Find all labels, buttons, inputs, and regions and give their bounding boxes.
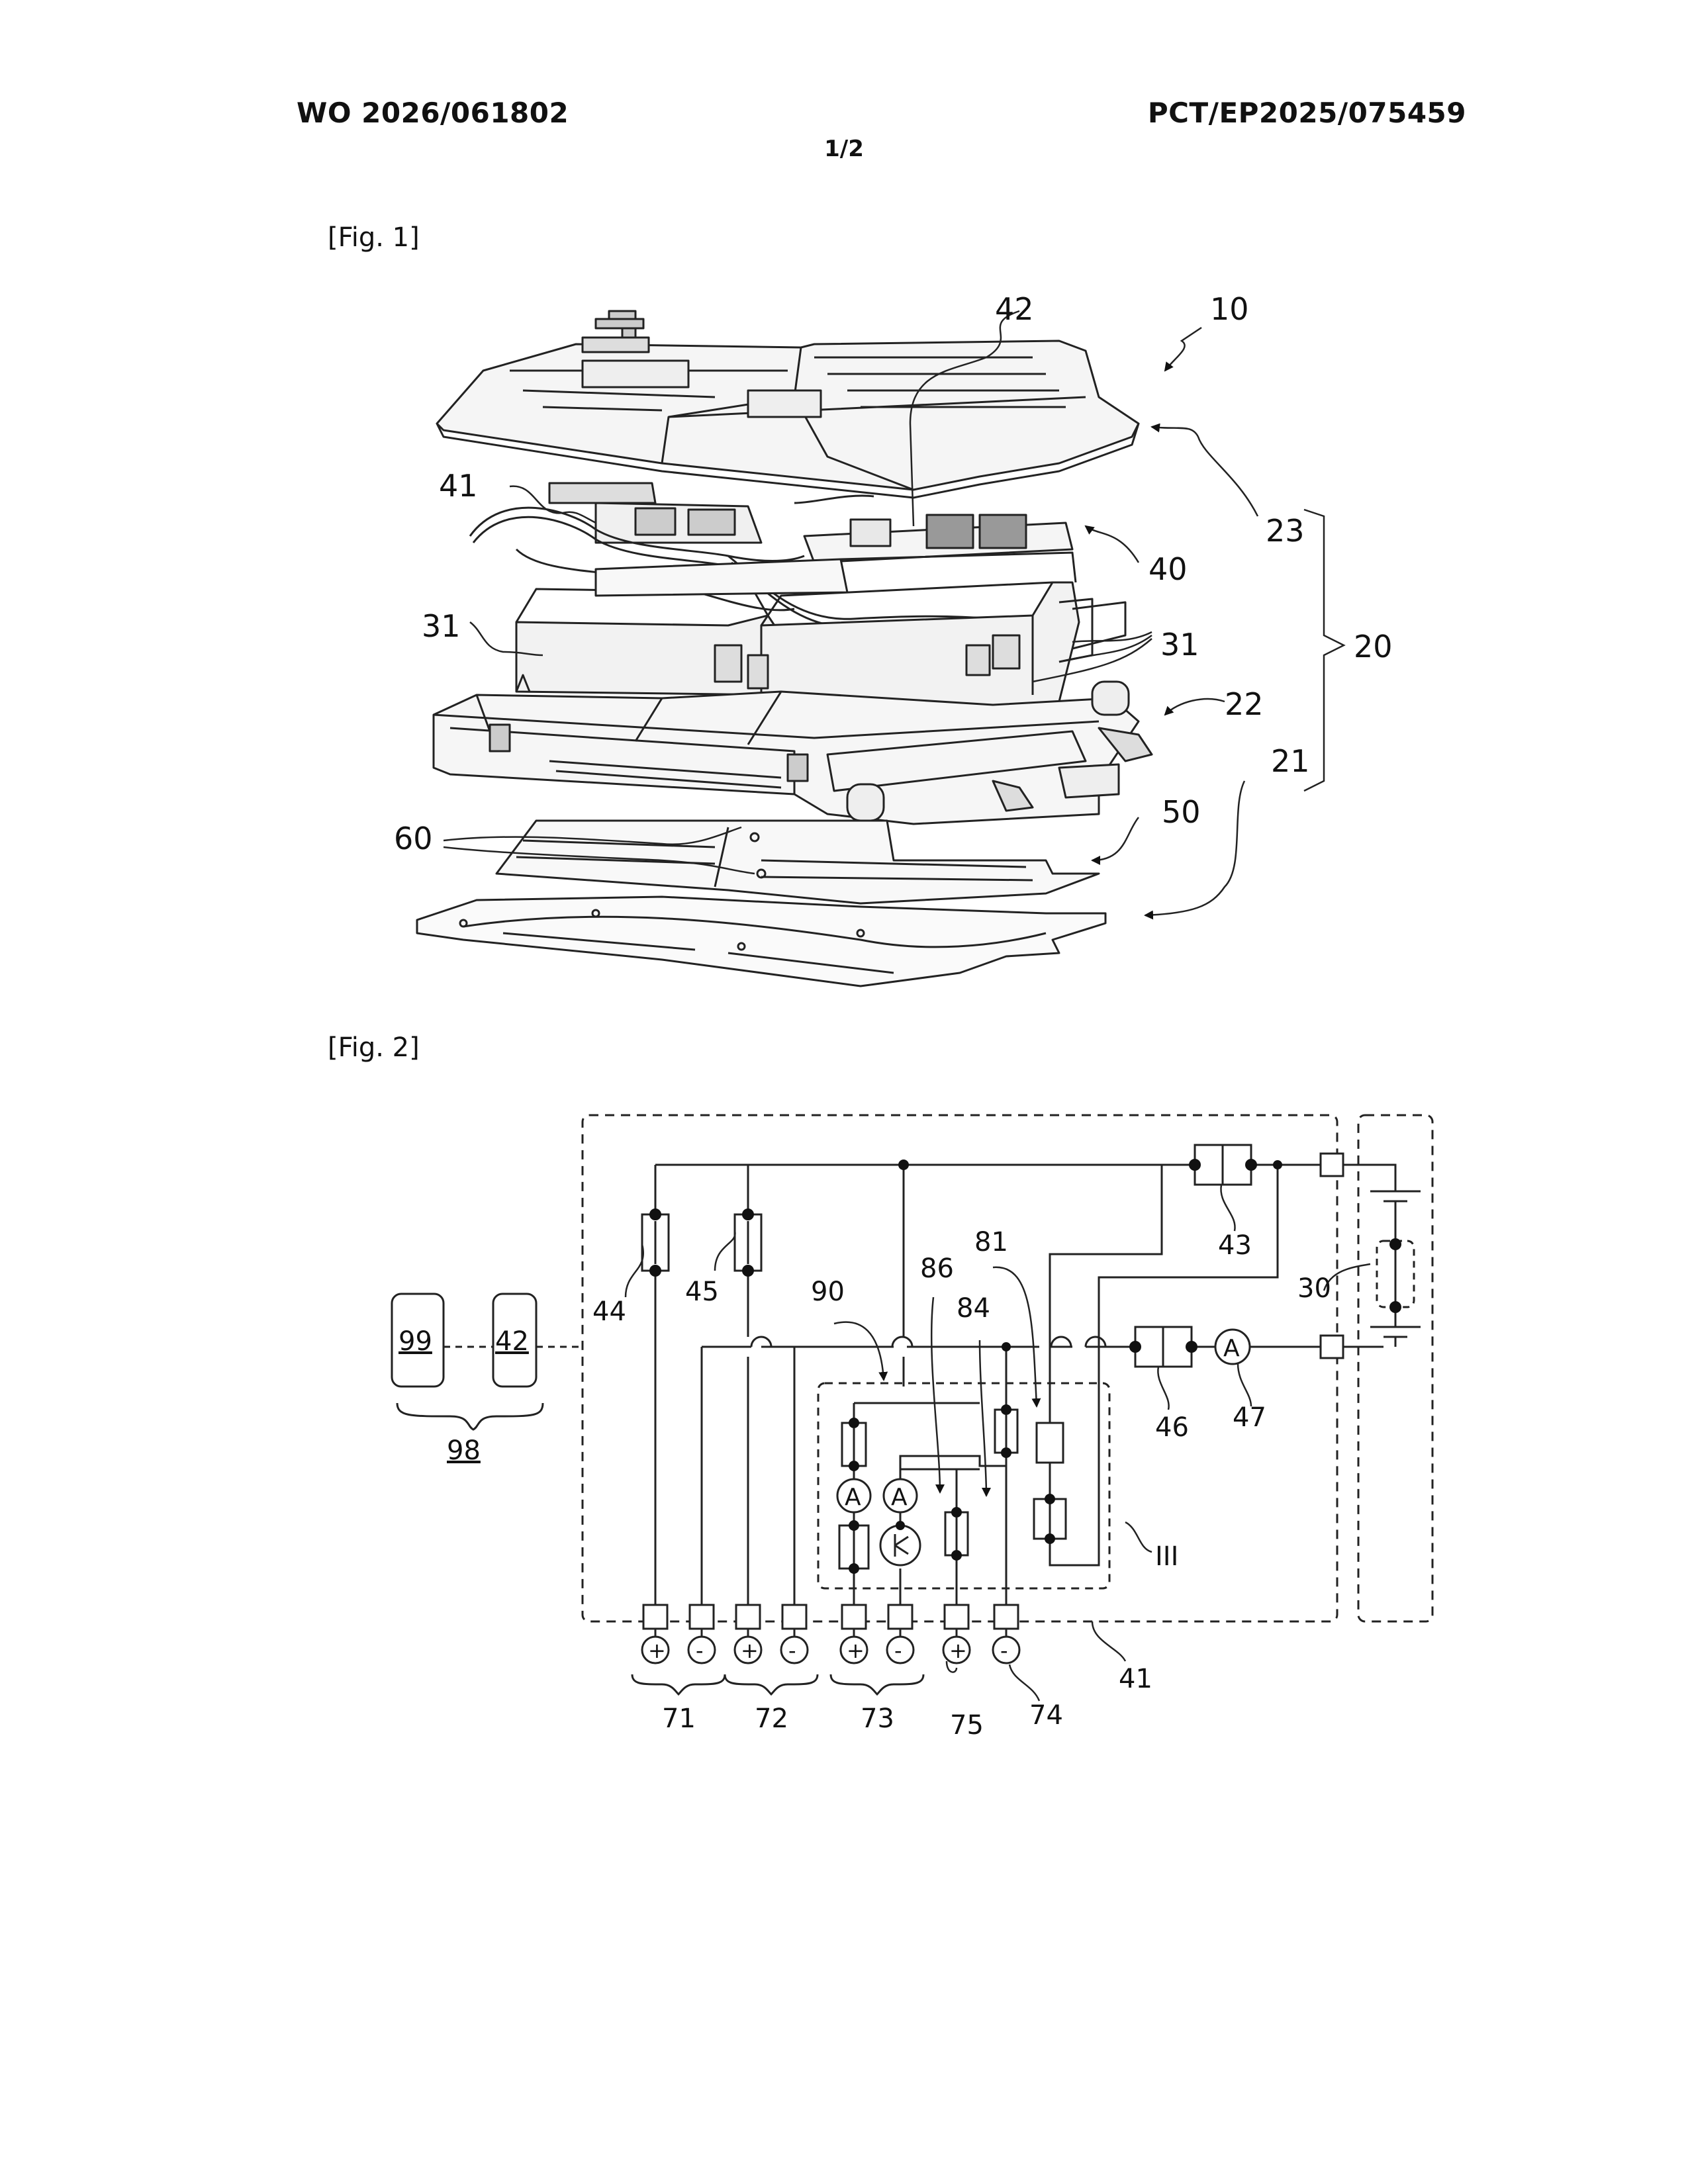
ref-60: 60	[394, 821, 433, 856]
leader-43	[1221, 1185, 1235, 1231]
ref-90: 90	[811, 1277, 845, 1307]
polarity-71-plus: +	[648, 1638, 666, 1663]
ammeter-47-letter: A	[1223, 1335, 1240, 1362]
terminal-top	[1321, 1154, 1343, 1176]
cooling-plates	[496, 821, 1099, 903]
ref-75: 75	[950, 1710, 984, 1741]
ref-84: 84	[957, 1293, 990, 1324]
leader-44	[626, 1244, 643, 1297]
ref-73: 73	[861, 1704, 894, 1734]
bottom-connectors	[643, 1605, 1018, 1629]
housing-tray	[434, 682, 1152, 824]
leader-50	[1092, 817, 1139, 860]
ref-46: 46	[1155, 1412, 1189, 1443]
ref-71: 71	[662, 1704, 696, 1734]
ref-47: 47	[1233, 1402, 1266, 1433]
polarity-73-minus: -	[894, 1638, 902, 1663]
leader-86	[931, 1297, 940, 1492]
ref-20: 20	[1354, 629, 1393, 664]
enclosure-III	[818, 1383, 1109, 1588]
ref-23: 23	[1266, 513, 1305, 549]
ref-86: 86	[920, 1253, 954, 1284]
ammeter-73-minus-letter: A	[891, 1484, 908, 1511]
ref-45: 45	[685, 1277, 719, 1307]
brace-71	[632, 1674, 725, 1694]
leader-45	[715, 1231, 735, 1271]
connector-stubs	[655, 1629, 1006, 1637]
leader-90	[834, 1322, 884, 1380]
transistor-73	[880, 1525, 920, 1565]
element-81	[1037, 1423, 1063, 1463]
polarity-75-plus: +	[949, 1638, 967, 1663]
ref-40: 40	[1149, 551, 1188, 587]
ref-10: 10	[1210, 291, 1249, 327]
ref-81: 81	[974, 1227, 1008, 1257]
leader-III	[1125, 1522, 1152, 1552]
fig2-circuit-diagram	[392, 1115, 1432, 1694]
ref-98: 98	[447, 1435, 481, 1466]
polarity-73-plus: +	[847, 1638, 865, 1663]
leader-47	[1238, 1363, 1251, 1406]
polarity-72-minus: -	[788, 1638, 796, 1663]
brace-20	[1304, 510, 1344, 791]
fig1-battery-pack-illustration	[417, 311, 1152, 986]
leader-81	[993, 1267, 1037, 1406]
ref-72: 72	[755, 1704, 788, 1734]
leader-22	[1165, 699, 1225, 715]
ref-22: 22	[1225, 686, 1264, 722]
brace-72	[725, 1674, 818, 1694]
leader-23	[1152, 427, 1258, 516]
ref-74: 74	[1029, 1700, 1063, 1731]
ref-44: 44	[592, 1297, 626, 1327]
leader-10	[1165, 328, 1201, 371]
ref-III: III	[1155, 1541, 1178, 1572]
ref-31-left: 31	[422, 608, 461, 644]
box-99-label: 99	[399, 1326, 432, 1357]
ref-50: 50	[1162, 794, 1201, 830]
terminal-bottom	[1321, 1336, 1343, 1358]
enclosure-41	[583, 1115, 1337, 1621]
leader-74	[1009, 1664, 1039, 1701]
polarity-72-plus: +	[741, 1638, 759, 1663]
ref-21: 21	[1271, 743, 1310, 779]
brace-73	[831, 1674, 923, 1694]
ref-41-fig2: 41	[1119, 1664, 1152, 1694]
ref-41: 41	[439, 468, 478, 504]
ref-42: 42	[995, 291, 1034, 327]
top-cover	[437, 311, 1139, 498]
brace-98	[397, 1403, 543, 1430]
leader-40	[1086, 526, 1139, 563]
crossover-45	[751, 1337, 771, 1347]
ref-43: 43	[1218, 1230, 1252, 1261]
ref-30: 30	[1297, 1273, 1331, 1304]
ammeter-73-plus-letter: A	[845, 1484, 861, 1511]
leader-46	[1158, 1367, 1168, 1410]
ref-31-right: 31	[1160, 627, 1199, 662]
leader-84	[980, 1340, 986, 1496]
base-plate	[417, 897, 1105, 986]
polarity-71-minus: -	[696, 1638, 704, 1663]
box-42-label: 42	[495, 1326, 529, 1357]
polarity-74-minus: -	[1000, 1638, 1008, 1663]
leader-41-fig2	[1092, 1621, 1125, 1661]
